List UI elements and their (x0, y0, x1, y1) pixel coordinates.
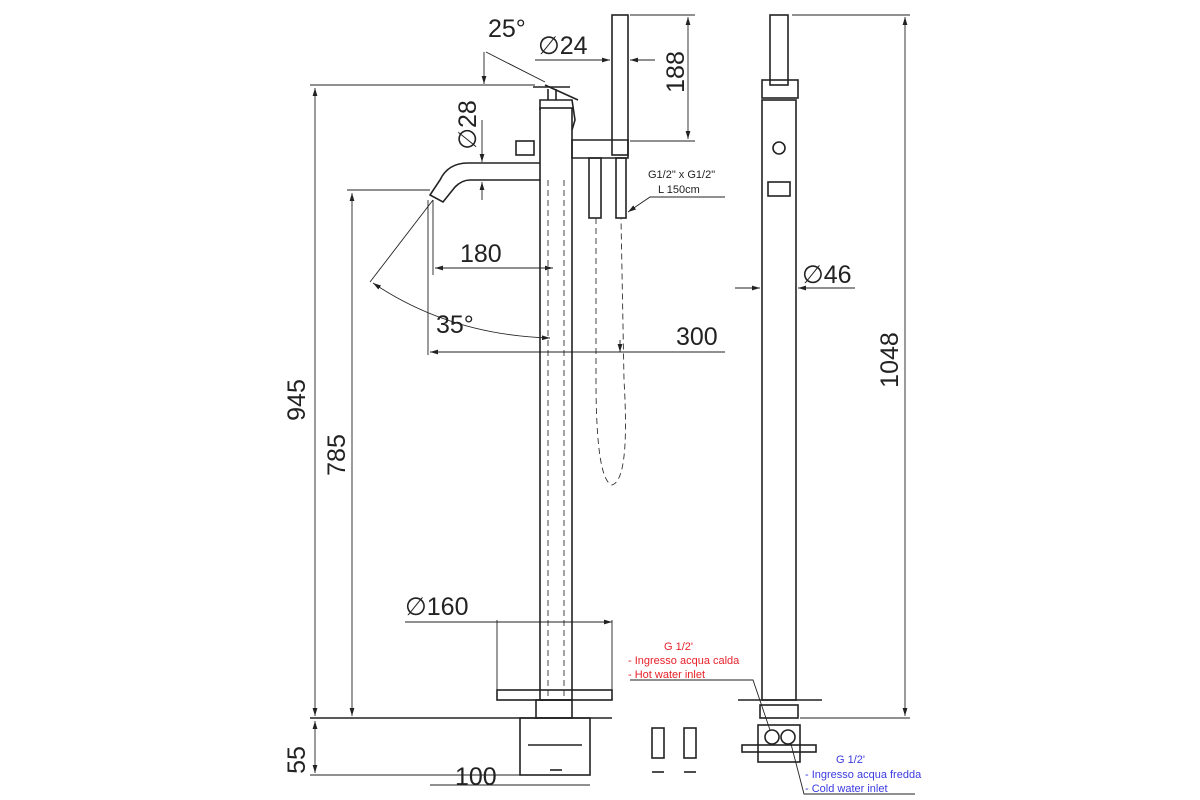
dim-28: ∅28 (454, 100, 482, 150)
spout-side (767, 181, 791, 197)
dim-180: 180 (460, 240, 502, 268)
handle-side (761, 79, 799, 99)
svg-text:- Cold water inlet: - Cold water inlet (805, 783, 888, 795)
svg-text:- Ingresso acqua calda: - Ingresso acqua calda (628, 655, 740, 667)
hand-shower (611, 14, 629, 156)
hot-inlet-note: G 1/2' - Ingresso acqua calda - Hot wate… (628, 641, 771, 731)
dim-100: 100 (455, 763, 497, 791)
hose-length: L 150cm (658, 184, 700, 196)
base-plate (496, 689, 613, 701)
mixer-body (539, 99, 576, 131)
diverter-knob (515, 140, 535, 156)
svg-text:G 1/2': G 1/2' (836, 754, 865, 766)
dim-35deg: 35° (436, 311, 474, 339)
hose-spec: G1/2" x G1/2" (648, 169, 715, 181)
svg-text:- Hot water inlet: - Hot water inlet (628, 669, 705, 681)
in-wall-box-side (757, 724, 801, 763)
column-side (761, 99, 797, 701)
handle (533, 84, 579, 101)
hose-connector (588, 157, 602, 219)
shower-side (769, 14, 789, 86)
dim-945: 945 (283, 379, 311, 421)
spout (428, 162, 540, 204)
in-wall-box (519, 717, 591, 776)
hose (595, 217, 626, 486)
dim-188: 188 (662, 51, 690, 93)
dim-55: 55 (283, 746, 311, 774)
dim-300: 300 (676, 323, 718, 351)
fitting (683, 727, 697, 759)
svg-text:G 1/2': G 1/2' (664, 641, 693, 653)
column (539, 107, 573, 701)
dimensions: 945 785 55 100 ∅160 180 300 35° 25° ∅28 … (283, 14, 910, 791)
dim-24: ∅24 (538, 32, 588, 60)
dim-785: 785 (323, 434, 351, 476)
fitting (651, 727, 665, 759)
cold-inlet-note: G 1/2' - Ingresso acqua fredda - Cold wa… (790, 743, 922, 795)
dim-46: ∅46 (802, 261, 852, 289)
front-view (310, 14, 697, 776)
dim-1048: 1048 (876, 332, 904, 388)
shower-holder (571, 139, 629, 159)
dim-160: ∅160 (405, 593, 469, 621)
svg-text:- Ingresso acqua fredda: - Ingresso acqua fredda (805, 769, 922, 781)
side-view (738, 14, 910, 763)
dim-25deg: 25° (488, 15, 526, 43)
